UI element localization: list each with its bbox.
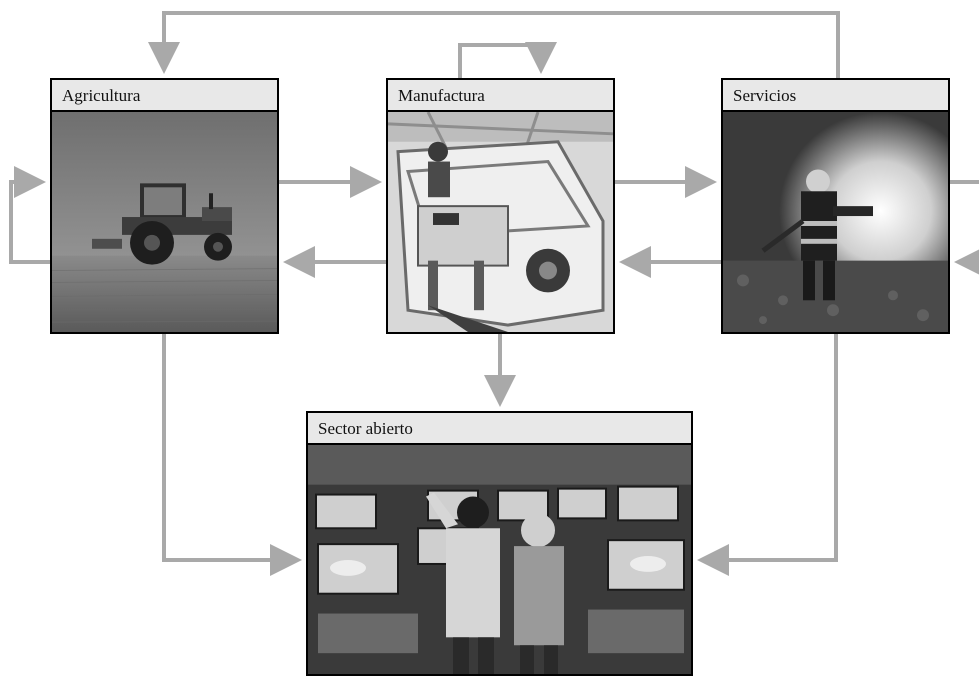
car-assembly-line-photo [388,112,613,332]
electronics-store-shoppers-photo [308,445,691,674]
node-label-servicios: Servicios [723,80,948,112]
edge-servicios-to-sector-abierto [697,334,838,576]
node-label-manufactura: Manufactura [388,80,613,112]
node-label-sector-abierto: Sector abierto [308,413,691,445]
tractor-in-field-photo [52,112,277,332]
firefighter-photo [723,112,948,332]
node-servicios: Servicios [721,78,950,334]
node-sector-abierto: Sector abierto [306,411,693,676]
edge-agricultura-to-sector-abierto [162,334,302,576]
edge-servicios-to-agricultura [148,11,840,78]
node-manufactura: Manufactura [386,78,615,334]
node-agricultura: Agricultura [50,78,279,334]
edge-manufactura-self-loop [458,42,557,78]
edge-agricultura-self-loop [9,166,50,264]
node-label-agricultura: Agricultura [52,80,277,112]
